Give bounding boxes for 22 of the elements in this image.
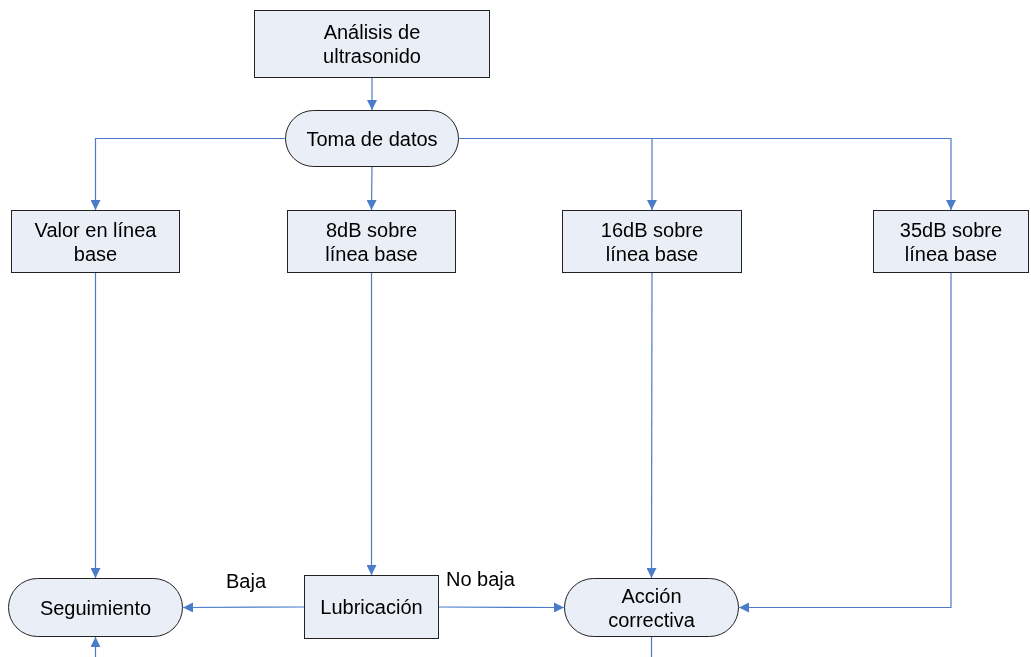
process-box: 16dB sobre línea base bbox=[562, 210, 742, 273]
process-box: 8dB sobre línea base bbox=[287, 210, 456, 273]
process-box: 35dB sobre línea base bbox=[873, 210, 1029, 273]
arrow bbox=[438, 602, 565, 613]
arrow bbox=[182, 602, 305, 613]
arrow bbox=[90, 636, 101, 657]
process-box: Análisis de ultrasonido bbox=[254, 10, 490, 78]
arrow bbox=[366, 272, 377, 576]
arrow bbox=[90, 137, 286, 211]
edge-label: No baja bbox=[446, 568, 515, 591]
arrow bbox=[646, 272, 657, 579]
arrow bbox=[90, 272, 101, 579]
terminator-node: Seguimiento bbox=[8, 578, 183, 637]
terminator-node: Acción correctiva bbox=[564, 578, 739, 637]
connector-line bbox=[650, 636, 653, 657]
arrow bbox=[367, 77, 377, 111]
process-box: Lubricación bbox=[304, 575, 439, 639]
terminator-node: Toma de datos bbox=[285, 110, 459, 167]
edge-label: Baja bbox=[226, 570, 267, 593]
arrow bbox=[738, 272, 952, 613]
process-box: Valor en línea base bbox=[11, 210, 180, 273]
arrow bbox=[366, 166, 377, 211]
